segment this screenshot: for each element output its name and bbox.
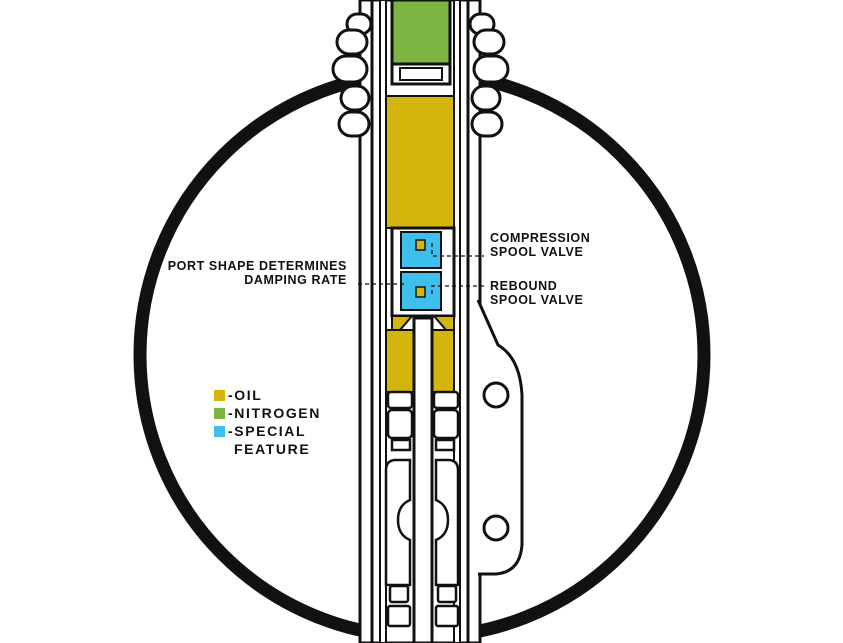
bump-stop-stack [384, 458, 460, 628]
spring-coils-left [331, 12, 373, 138]
label-port-line2: DAMPING RATE [244, 273, 347, 287]
legend-swatch-nitrogen [214, 408, 225, 419]
spring-coils-right [468, 12, 510, 138]
compression-port [415, 239, 426, 251]
label-compression-line1: COMPRESSION [490, 231, 590, 245]
piston-seal [399, 67, 443, 81]
legend-nitrogen: -NITROGEN [228, 405, 321, 421]
legend: -OIL -NITROGEN -SPECIAL FEATURE [214, 387, 321, 457]
legend-swatch-oil [214, 390, 225, 401]
inner-wall-left [379, 0, 387, 643]
legend-swatch-special [214, 426, 225, 437]
label-port-line1: PORT SHAPE DETERMINES [168, 259, 347, 273]
label-rebound-line2: SPOOL VALVE [490, 293, 583, 307]
oil-chamber-upper [385, 95, 455, 229]
legend-oil: -OIL [228, 387, 262, 403]
rebound-port [415, 286, 426, 298]
legend-special-line1: -SPECIAL [228, 423, 306, 439]
nitrogen-chamber [390, 0, 452, 66]
legend-special-line2: FEATURE [234, 441, 310, 457]
mounting-bracket [476, 299, 524, 576]
bracket-hole-upper [482, 381, 510, 409]
label-compression-line2: SPOOL VALVE [490, 245, 583, 259]
label-rebound-line1: REBOUND [490, 279, 557, 293]
leader-lines [358, 243, 484, 294]
rod-seals [386, 390, 460, 452]
piston-rod [412, 316, 434, 643]
bracket-hole-lower [482, 514, 510, 542]
